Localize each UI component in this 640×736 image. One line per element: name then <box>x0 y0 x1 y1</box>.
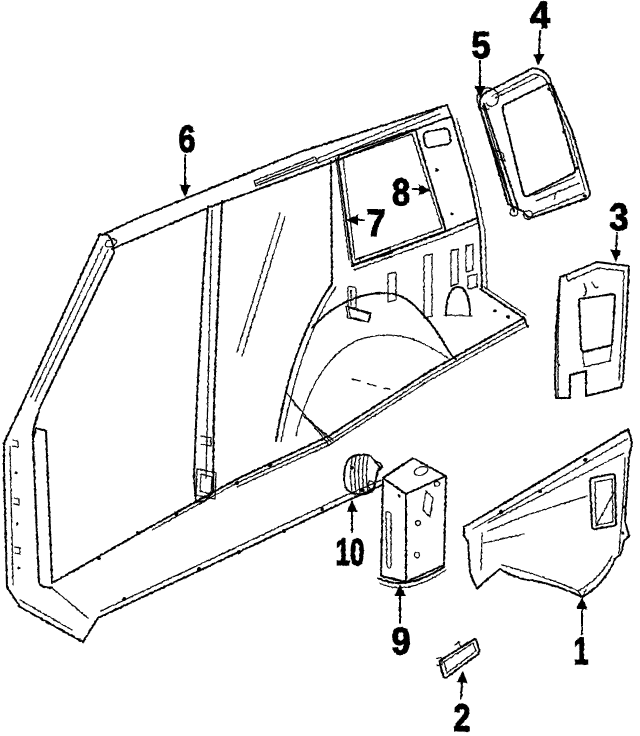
svg-text:9: 9 <box>392 621 411 663</box>
svg-text:4: 4 <box>530 0 550 37</box>
svg-text:2: 2 <box>454 698 471 736</box>
svg-text:3: 3 <box>610 197 629 239</box>
svg-text:7: 7 <box>367 203 386 245</box>
svg-text:1: 1 <box>574 631 589 673</box>
svg-text:8: 8 <box>392 172 410 214</box>
svg-text:6: 6 <box>179 119 196 161</box>
svg-text:10: 10 <box>336 532 365 574</box>
svg-text:5: 5 <box>472 25 491 67</box>
